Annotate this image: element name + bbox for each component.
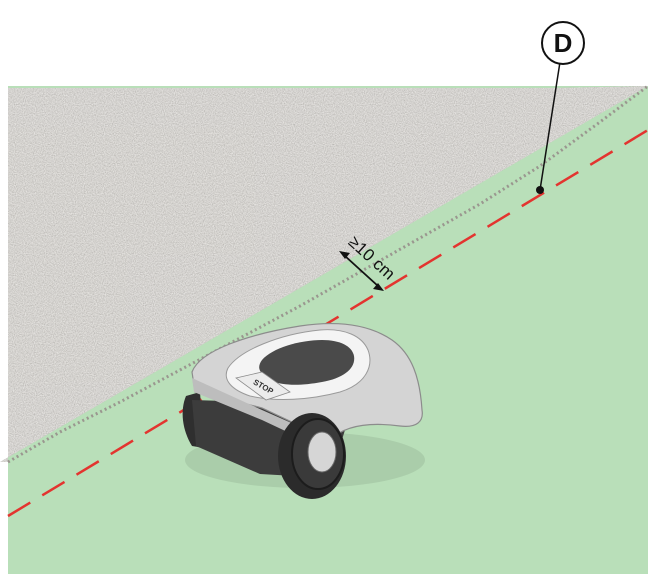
callout-circle [541, 21, 585, 65]
callout-dot [536, 186, 544, 194]
callout-label: D [554, 28, 573, 58]
mower-front-wheel [278, 413, 346, 499]
mower-display [259, 340, 355, 385]
robotic-mower: STOP [182, 322, 425, 499]
stop-button [235, 371, 291, 401]
gravel-edge [7, 84, 648, 464]
dimension-arrow [339, 251, 384, 291]
callout-leader-line [539, 61, 561, 191]
